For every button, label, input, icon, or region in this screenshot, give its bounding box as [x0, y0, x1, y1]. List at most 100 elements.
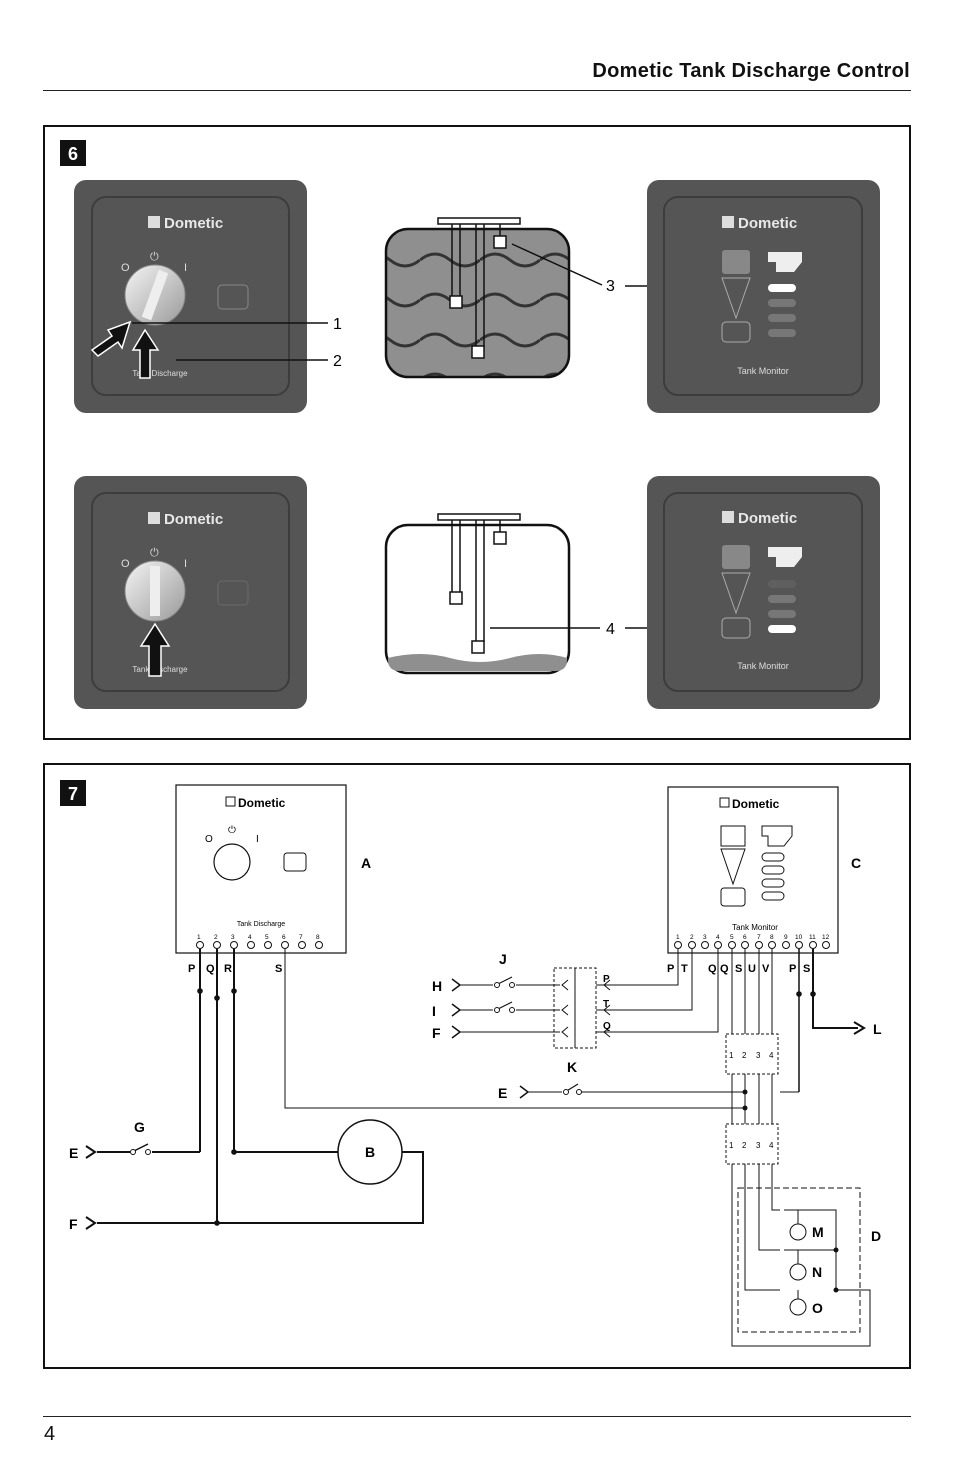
tank-full: [384, 217, 571, 379]
led-4: [761, 891, 785, 901]
terminal-label: 3: [231, 934, 235, 941]
power-icon: ⏻: [150, 251, 159, 263]
toilet-icon: [768, 252, 802, 272]
terminal-label: 4: [716, 934, 720, 941]
panel-a: Dometic O ⏻ I Tank Discharge: [175, 784, 347, 954]
terminal-label: 4: [248, 934, 252, 941]
wire-label: U: [748, 963, 756, 975]
terminal-label: 3: [703, 934, 707, 941]
terminal-label: 9: [784, 934, 788, 941]
page-number: 4: [44, 1423, 56, 1445]
led-4-on: [768, 625, 796, 633]
block-numbers-bottom: 1 2 3 4: [729, 1141, 774, 1150]
input-f-mid: F: [432, 1025, 441, 1041]
panel-label: Tank Discharge: [132, 369, 188, 378]
switch-on-label: I: [256, 834, 259, 845]
terminals-c: 1 2 3 4 5 6 7 8 9 10 11 12: [674, 934, 830, 949]
brand-label: Dometic: [238, 796, 286, 810]
callout-2: 2: [333, 353, 342, 370]
tank-full-icon: [720, 825, 746, 847]
block-number: 3: [756, 1051, 761, 1060]
led-2: [768, 299, 796, 307]
block-number: 4: [769, 1141, 774, 1150]
discharge-panel-bottom: Dometic O ⏻ I Tank Discharge: [74, 476, 307, 709]
output-l-label: L: [873, 1021, 882, 1037]
rotary-knob: [213, 843, 251, 881]
component-d-label: D: [871, 1228, 881, 1244]
wire-label: S: [275, 963, 282, 975]
panel-label: Tank Discharge: [237, 921, 285, 928]
figure-6-frame: [43, 125, 911, 740]
tank-empty-icon: [721, 617, 751, 639]
discharge-indicator-icon: [217, 580, 249, 606]
led-2: [761, 865, 785, 875]
relay-n-label: N: [812, 1264, 822, 1280]
panel-c: Dometic Tank Monitor: [667, 786, 839, 954]
arrow-push-icon: [139, 622, 171, 677]
connector-label: T: [603, 999, 609, 1010]
input-f-left: F: [69, 1216, 78, 1232]
switch-g-label: G: [134, 1119, 145, 1135]
dometic-logo-icon: [148, 512, 160, 524]
relay-o-label: O: [812, 1300, 823, 1316]
switch-off-label: O: [205, 834, 213, 845]
block-numbers-top: 1 2 3 4: [729, 1051, 774, 1060]
input-e-left: E: [69, 1145, 78, 1161]
wire-label: Q: [206, 963, 215, 975]
figure-7-badge: [60, 780, 86, 806]
input-i: I: [432, 1003, 436, 1019]
wire-label: Q: [720, 963, 729, 975]
brand-label: Dometic: [738, 215, 797, 232]
brand-label: Dometic: [732, 797, 780, 811]
panel-label: Tank Monitor: [737, 661, 789, 671]
terminal-label: 5: [730, 934, 734, 941]
discharge-indicator-icon: [283, 852, 307, 872]
led-3: [761, 878, 785, 888]
wire-label: Q: [708, 963, 717, 975]
arrow-push-icon: [131, 328, 160, 379]
dometic-logo-icon: [722, 216, 734, 228]
wire-label: T: [681, 963, 688, 975]
figure-6-badge: [60, 140, 86, 166]
brand-label: Dometic: [164, 215, 223, 232]
brand-label: Dometic: [164, 511, 223, 528]
wire-label: P: [789, 963, 796, 975]
monitor-panel-bottom: Dometic Tank Monitor: [647, 476, 880, 709]
component-c-label: C: [851, 855, 861, 871]
wire-label: R: [224, 963, 232, 975]
terminal-label: 6: [282, 934, 286, 941]
figure-7-number: 7: [68, 784, 78, 804]
block-number: 4: [769, 1051, 774, 1060]
terminal-label: 7: [299, 934, 303, 941]
tank-full-icon: [722, 250, 750, 274]
input-h: H: [432, 978, 442, 994]
terminal-label: 5: [265, 934, 269, 941]
terminal-label: 1: [197, 934, 201, 941]
switch-on-label: I: [184, 558, 187, 570]
relay-n: [789, 1263, 807, 1281]
wiring-left: [85, 949, 745, 1230]
wiring-middle: [451, 949, 719, 1049]
connector-label: Q: [603, 1021, 611, 1032]
power-icon: ⏻: [150, 547, 159, 559]
terminal-label: 2: [214, 934, 218, 941]
connector-label: P: [603, 974, 610, 985]
dometic-logo-icon: [148, 216, 160, 228]
footer-rule: [43, 1416, 911, 1417]
led-2: [768, 595, 796, 603]
level-triangle-icon: [721, 572, 751, 615]
terminal-label: 7: [757, 934, 761, 941]
led-1-on: [768, 284, 796, 292]
monitor-panel-top: Dometic Tank Monitor: [647, 180, 880, 413]
knob-handle: [141, 269, 169, 321]
tank-empty-icon: [720, 887, 746, 907]
figure-7-frame: [43, 763, 911, 1369]
tank-empty-icon: [721, 321, 751, 343]
level-triangle-icon: [721, 277, 751, 320]
component-b-label: B: [365, 1144, 375, 1160]
tank-empty: [384, 513, 571, 675]
discharge-indicator-icon: [217, 284, 249, 310]
relay-m: [789, 1223, 807, 1241]
panel-label: Tank Monitor: [737, 366, 789, 376]
